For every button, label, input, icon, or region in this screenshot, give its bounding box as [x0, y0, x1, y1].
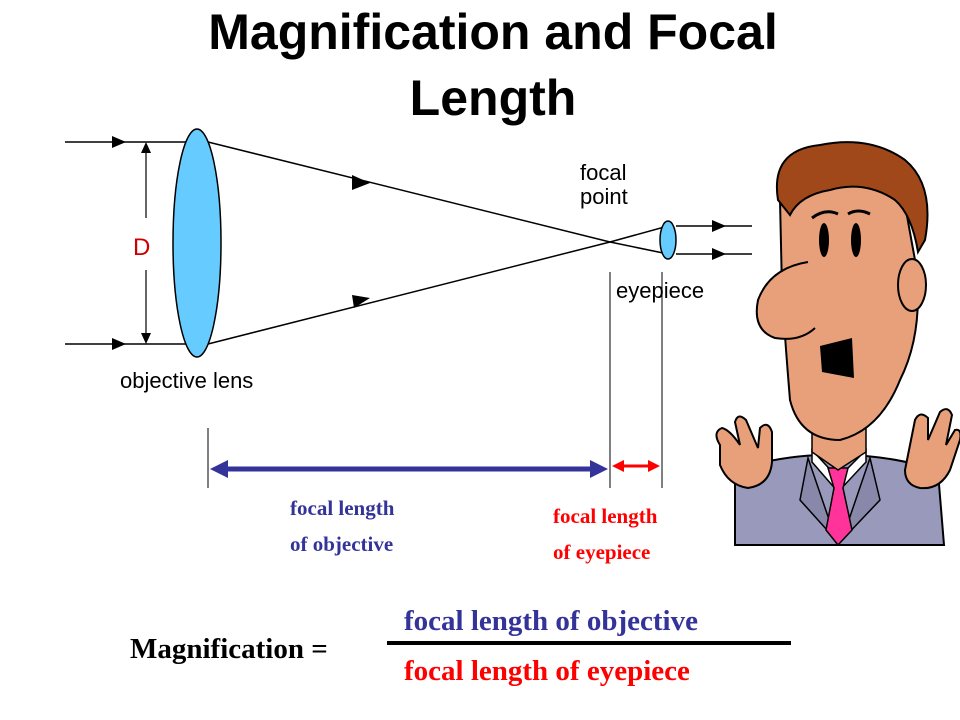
focal-point-label-line1: focal [580, 160, 626, 185]
eyepiece-caption-line1: focal length [553, 504, 658, 528]
page-title-line-1: Magnification and Focal [208, 4, 778, 60]
raised-hand-left [715, 415, 773, 490]
page-title-line-2: Length [409, 70, 577, 126]
hair [775, 141, 929, 255]
converge-bottom-arrow-icon [352, 295, 370, 308]
bottom-ray-arrow-icon [112, 338, 126, 350]
focal-point-label-line2: point [580, 184, 628, 209]
exit-bottom-arrow-icon [712, 248, 726, 260]
exit-top-arrow-icon [712, 220, 726, 232]
left-eye [819, 223, 829, 257]
mouth [820, 338, 854, 378]
objective-focal-length-caption: focal length of objective [290, 490, 394, 562]
nose [755, 261, 816, 340]
objective-caption-line2: of objective [290, 532, 394, 556]
formula-numerator: focal length of objective [404, 605, 698, 637]
eyepiece-label: eyepiece [616, 278, 704, 303]
aperture-arrow-up-icon [141, 142, 151, 153]
fraction-bar [387, 641, 791, 645]
eyepiece-focal-length-arrow [612, 460, 660, 472]
eyepiece-lens [659, 220, 677, 260]
eyepiece-caption-line2: of eyepiece [553, 540, 651, 564]
ray-arrowheads [112, 136, 370, 350]
top-ray-arrow-icon [112, 136, 126, 148]
raised-hand-right [903, 408, 960, 490]
aperture-arrow-down-icon [141, 333, 151, 344]
converge-top-arrow-icon [352, 175, 370, 190]
eyepiece-focal-length-caption: focal length of eyepiece [553, 498, 657, 570]
right-eye [851, 223, 861, 257]
tie [825, 467, 853, 547]
aperture-label: D [133, 234, 150, 261]
incoming-rays [65, 141, 190, 345]
objective-focal-length-arrow [210, 460, 608, 478]
objective-lens [172, 128, 222, 358]
focal-reference-lines [207, 272, 663, 488]
objective-lens-label: objective lens [120, 368, 253, 393]
magnification-label: Magnification = [130, 633, 328, 665]
formula-denominator: focal length of eyepiece [404, 655, 690, 687]
cartoon-man-illustration [715, 141, 960, 547]
objective-caption-line1: focal length [290, 496, 395, 520]
converging-rays [207, 141, 669, 345]
